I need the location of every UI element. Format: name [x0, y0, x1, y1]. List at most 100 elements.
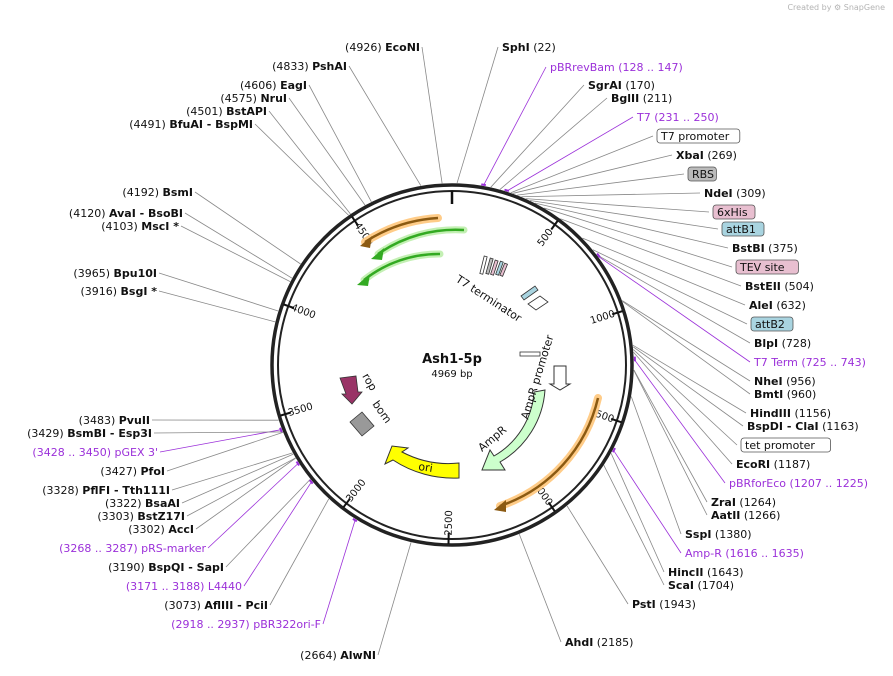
tick-label: 2500: [444, 510, 455, 536]
primer-label: T7 Term (725 .. 743): [753, 356, 866, 369]
his-tag-glyph: [490, 259, 499, 276]
site-name: pBRforEco: [729, 477, 786, 490]
feature-box: [656, 128, 741, 144]
enzyme-label: BmtI (960): [754, 388, 816, 401]
primer-binding-mark: [481, 183, 486, 187]
site-name: MscI *: [141, 220, 179, 233]
enzyme-label: AleI (632): [749, 299, 806, 312]
site-position: (3322): [105, 497, 145, 510]
tick-label: 500: [536, 227, 556, 249]
site-position: (375): [765, 242, 798, 255]
site-label-enzyme: (3429) BsmBI - Esp3I: [27, 427, 152, 440]
site-position: (4192): [122, 186, 162, 199]
leader-line: [597, 255, 751, 363]
enzyme-label: (3302) AccI: [128, 523, 194, 536]
site-position: (3916): [80, 285, 120, 298]
site-label-enzyme: (3190) BspQI - SapI: [108, 561, 224, 574]
site-label-primer: (3268 .. 3287) pRS-marker: [59, 542, 206, 555]
site-position: (2185): [593, 636, 633, 649]
leader-line: [633, 352, 733, 465]
primer-label: pBRrevBam (128 .. 147): [550, 61, 683, 74]
leader-line: [254, 123, 349, 216]
rbs-glyph: [485, 257, 494, 275]
leader-line: [506, 116, 634, 192]
site-position: (3171 .. 3188): [126, 580, 208, 593]
backbone-outer-ring: [270, 183, 634, 547]
tick-label: 4000: [289, 302, 317, 321]
leader-line: [153, 431, 283, 434]
site-label-enzyme: NdeI (309): [704, 187, 766, 200]
leader-line: [603, 465, 665, 586]
enzyme-label: SspI (1380): [685, 528, 752, 541]
snapgene-logo-icon: ⚙: [834, 3, 842, 12]
enzyme-label: (3483) PvuII: [79, 414, 150, 427]
feature-box-label: attB2: [755, 318, 785, 331]
site-label-enzyme: (4606) EagI: [240, 79, 307, 92]
site-position: (2664): [300, 649, 340, 662]
credit-brand: SnapGene: [843, 3, 885, 12]
site-position: (725 .. 743): [798, 356, 866, 369]
site-position: (4103): [101, 220, 141, 233]
site-position: (3428 .. 3450): [32, 446, 114, 459]
enzyme-label: ZraI (1264): [711, 496, 776, 509]
leader-lines: [151, 46, 751, 656]
site-position: (211): [639, 92, 672, 105]
site-name: BstEII: [745, 280, 781, 293]
tick-label: 1000: [589, 309, 617, 327]
primer-binding-mark: [279, 427, 283, 433]
leader-line: [268, 110, 351, 215]
site-label-enzyme: (3916) BsgI *: [80, 285, 157, 298]
leader-line: [195, 457, 296, 530]
site-label-enzyme: (4120) AvaI - BsoBI: [69, 207, 183, 220]
site-name: BlpI: [754, 337, 778, 350]
site-name: BspQI - SapI: [148, 561, 224, 574]
site-label-primer: T7 Term (725 .. 743): [753, 356, 866, 369]
enzyme-label: (3303) BstZ17I: [97, 510, 185, 523]
leader-line: [308, 84, 372, 203]
site-label-box-blue: attB1: [721, 221, 765, 237]
leader-line: [512, 154, 673, 194]
enzyme-label: (3916) BsgI *: [80, 285, 157, 298]
site-label-box-blue: attB2: [750, 316, 794, 332]
leader-line: [544, 207, 733, 268]
site-label-enzyme: (4501) BstAPI: [186, 105, 267, 118]
enzyme-label: (4120) AvaI - BsoBI: [69, 207, 183, 220]
primer-binding-mark: [612, 447, 616, 453]
site-label-primer: (2918 .. 2937) pBR322ori-F: [171, 618, 321, 631]
leader-line: [166, 431, 284, 472]
leader-line: [499, 97, 608, 190]
feature-box-label: 6xHis: [717, 206, 748, 219]
leader-line: [560, 218, 742, 287]
site-name: ScaI: [668, 579, 694, 592]
site-name: L4440: [208, 580, 242, 593]
site-label-enzyme: (4926) EcoNI: [345, 41, 420, 54]
primer-label: (2918 .. 2937) pBR322ori-F: [171, 618, 321, 631]
ampr-cds-arrow: [481, 389, 546, 471]
site-position: (956): [783, 375, 816, 388]
feature-box: [721, 221, 765, 237]
site-labels: (4926) EcoNI SphI (22) pBRrevBam (128 .. 1…: [27, 41, 868, 662]
site-label-primer: T7 (231 .. 250): [636, 111, 719, 124]
site-label-enzyme: ScaI (1704): [668, 579, 734, 592]
site-position: (269): [704, 149, 737, 162]
site-name: PflFI - Tth111I: [82, 484, 170, 497]
site-position: (3483): [79, 414, 119, 427]
site-position: (3427): [100, 465, 140, 478]
enzyme-label: (3427) PfoI: [100, 465, 165, 478]
site-position: (3429): [27, 427, 67, 440]
site-label-enzyme: XbaI (269): [676, 149, 737, 162]
leader-line: [517, 173, 685, 196]
site-label-enzyme: ZraI (1264): [711, 496, 776, 509]
site-name: EcoNI: [385, 41, 420, 54]
site-position: (3268 .. 3287): [59, 542, 141, 555]
tick-mark: [342, 497, 351, 508]
site-label-enzyme: HindIII (1156): [750, 407, 831, 420]
feature-label-bom: bom: [370, 398, 395, 425]
site-name: EcoRI: [736, 458, 770, 471]
site-label-enzyme: SphI (22): [502, 41, 556, 54]
site-label-enzyme: HincII (1643): [668, 566, 744, 579]
leader-line: [194, 191, 301, 265]
tick-label: 3000: [344, 477, 368, 504]
